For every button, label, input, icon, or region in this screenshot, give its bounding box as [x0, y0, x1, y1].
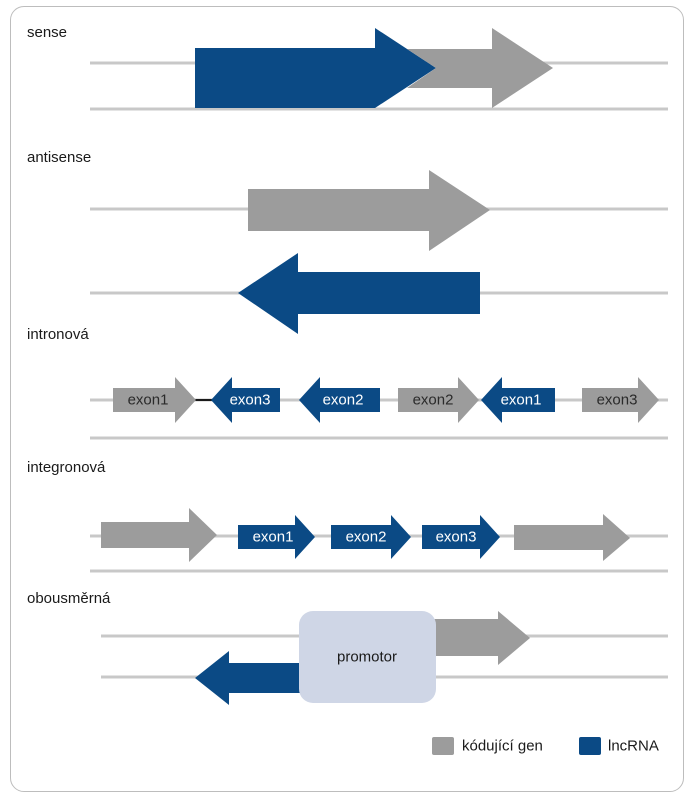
coding-gene-arrow — [248, 170, 490, 251]
exon-arrow-gene — [113, 377, 196, 423]
exon-arrow-lncrna — [299, 377, 380, 423]
exon-label: exon1 — [128, 392, 169, 409]
coding-gene-arrow — [101, 508, 217, 562]
coding-gene-arrow — [407, 28, 553, 108]
sense-section: sense — [27, 24, 668, 111]
coding-gene-arrow — [430, 611, 530, 665]
exon-arrow-gene — [582, 377, 659, 423]
promoter-box — [299, 611, 436, 703]
label-sense: sense — [27, 24, 67, 41]
exon-label: exon3 — [436, 529, 477, 546]
exon-label: exon3 — [230, 392, 271, 409]
legend-label-coding-gene: kódující gen — [462, 738, 543, 755]
label-intronic: intronová — [27, 326, 89, 343]
exon-label: exon2 — [323, 392, 364, 409]
lncrna-arrow — [195, 28, 436, 108]
legend-swatch-coding-gene — [432, 737, 454, 755]
exon-label: exon3 — [597, 392, 638, 409]
intergenic-section: integronová exon1 exon2 exon3 — [27, 459, 668, 573]
coding-gene-arrow — [514, 514, 630, 561]
diagram-frame — [10, 6, 684, 792]
antisense-section: antisense — [27, 149, 668, 334]
bidirectional-section: obousměrná promotor — [27, 590, 668, 705]
exon-arrow-lncrna — [481, 377, 555, 423]
legend: kódující gen lncRNA — [432, 737, 659, 755]
exon-arrow-gene — [398, 377, 479, 423]
exon-label: exon2 — [346, 529, 387, 546]
intronic-section: intronová exon1 exon3 exon2 exon2 exon1 … — [27, 326, 668, 440]
lncrna-arrow — [195, 651, 305, 705]
lncrna-arrow — [238, 253, 480, 334]
exon-label: exon1 — [501, 392, 542, 409]
legend-swatch-lncrna — [579, 737, 601, 755]
legend-label-lncrna: lncRNA — [608, 738, 659, 755]
label-antisense: antisense — [27, 149, 91, 166]
label-bidirectional: obousměrná — [27, 590, 111, 607]
label-intergenic: integronová — [27, 459, 106, 476]
exon-label: exon2 — [413, 392, 454, 409]
exon-arrow-lncrna — [331, 515, 411, 559]
exon-arrow-lncrna — [422, 515, 500, 559]
exon-arrow-lncrna — [238, 515, 315, 559]
promoter-label: promotor — [337, 649, 397, 666]
exon-arrow-lncrna — [211, 377, 280, 423]
exon-label: exon1 — [253, 529, 294, 546]
